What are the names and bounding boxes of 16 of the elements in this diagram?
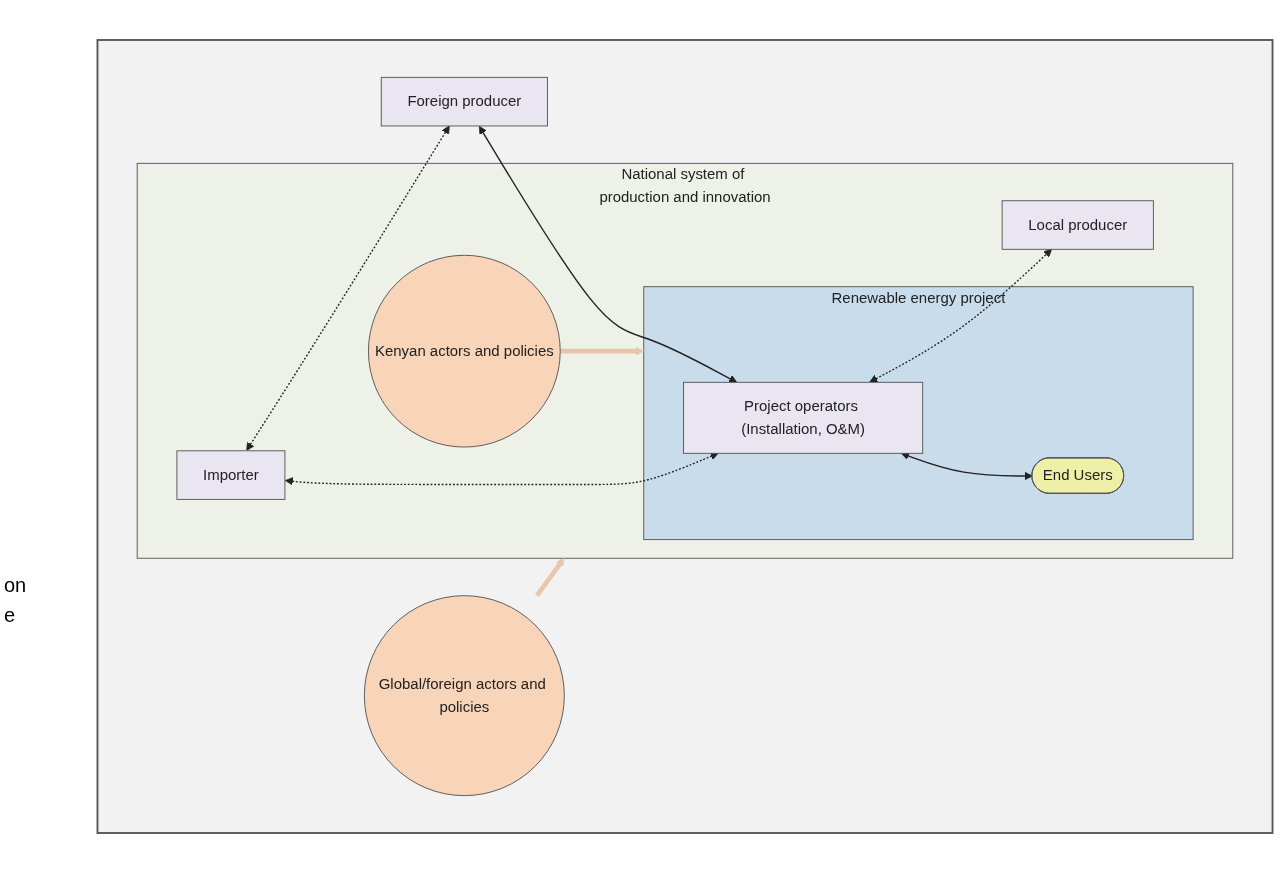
node-circle: Kenyan actors and policies (367, 254, 561, 448)
node-box: Importer (176, 450, 286, 500)
node-box: Project operators (Installation, O&M) (683, 381, 924, 454)
arrow (284, 452, 719, 486)
side-label: e (4, 603, 17, 628)
arrow (246, 125, 450, 451)
node-box: Local producer (1001, 200, 1154, 250)
side-label: on (4, 573, 27, 598)
arrow (901, 452, 1033, 481)
arrow (560, 347, 645, 356)
arrow (478, 125, 738, 383)
arrow (869, 248, 1053, 383)
cluster (96, 39, 1274, 834)
node-box: Foreign producer (380, 76, 548, 127)
node-circle: Global/foreign actors and policies (363, 595, 565, 797)
arrow (535, 557, 565, 598)
